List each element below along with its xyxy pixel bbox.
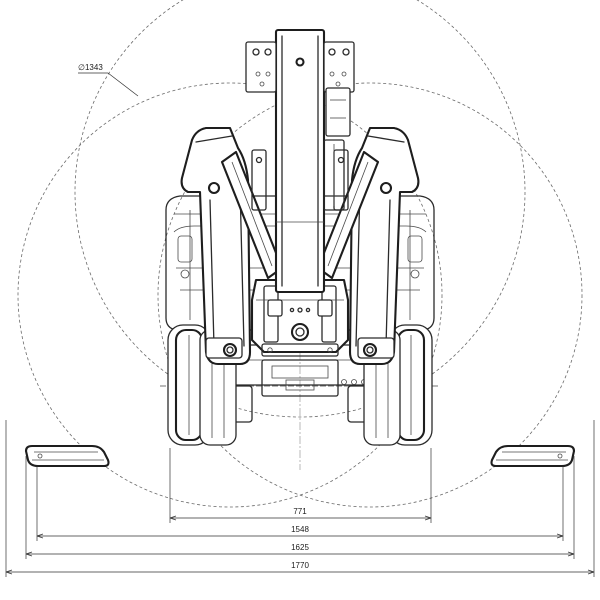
boom xyxy=(245,28,355,317)
dimension-1770: 1770 xyxy=(5,561,595,575)
diameter-callout: ∅1343 xyxy=(78,63,139,97)
dimension-label-771: 771 xyxy=(293,507,307,516)
swing-circle-upper xyxy=(74,0,526,418)
dimension-label-1548: 1548 xyxy=(291,525,309,534)
dimension-1548: 1548 xyxy=(36,525,564,539)
dimension-label-1770: 1770 xyxy=(291,561,309,570)
dimension-label-1625: 1625 xyxy=(291,543,309,552)
swing-radius-circles xyxy=(17,0,583,508)
dimension-771: 771 xyxy=(169,507,432,521)
swing-circle-right xyxy=(157,82,583,508)
swing-circle-left xyxy=(17,82,443,508)
foot-pad-left xyxy=(24,444,110,468)
extension-lines xyxy=(5,420,595,577)
dimension-1625: 1625 xyxy=(25,543,575,557)
diameter-label: ∅1343 xyxy=(78,63,103,72)
foot-pad-right xyxy=(490,444,576,468)
